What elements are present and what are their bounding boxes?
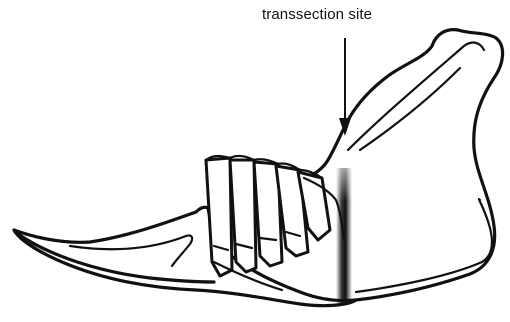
molar-1 xyxy=(206,158,232,276)
incisor-inner-curve xyxy=(70,235,192,266)
molar-2 xyxy=(230,160,256,272)
transsection-cut xyxy=(336,168,352,304)
incisor-curve xyxy=(18,234,214,282)
molar-teeth xyxy=(206,156,330,276)
ramus-lower-inner-line xyxy=(356,199,492,292)
ramus-mid-line xyxy=(360,68,460,150)
